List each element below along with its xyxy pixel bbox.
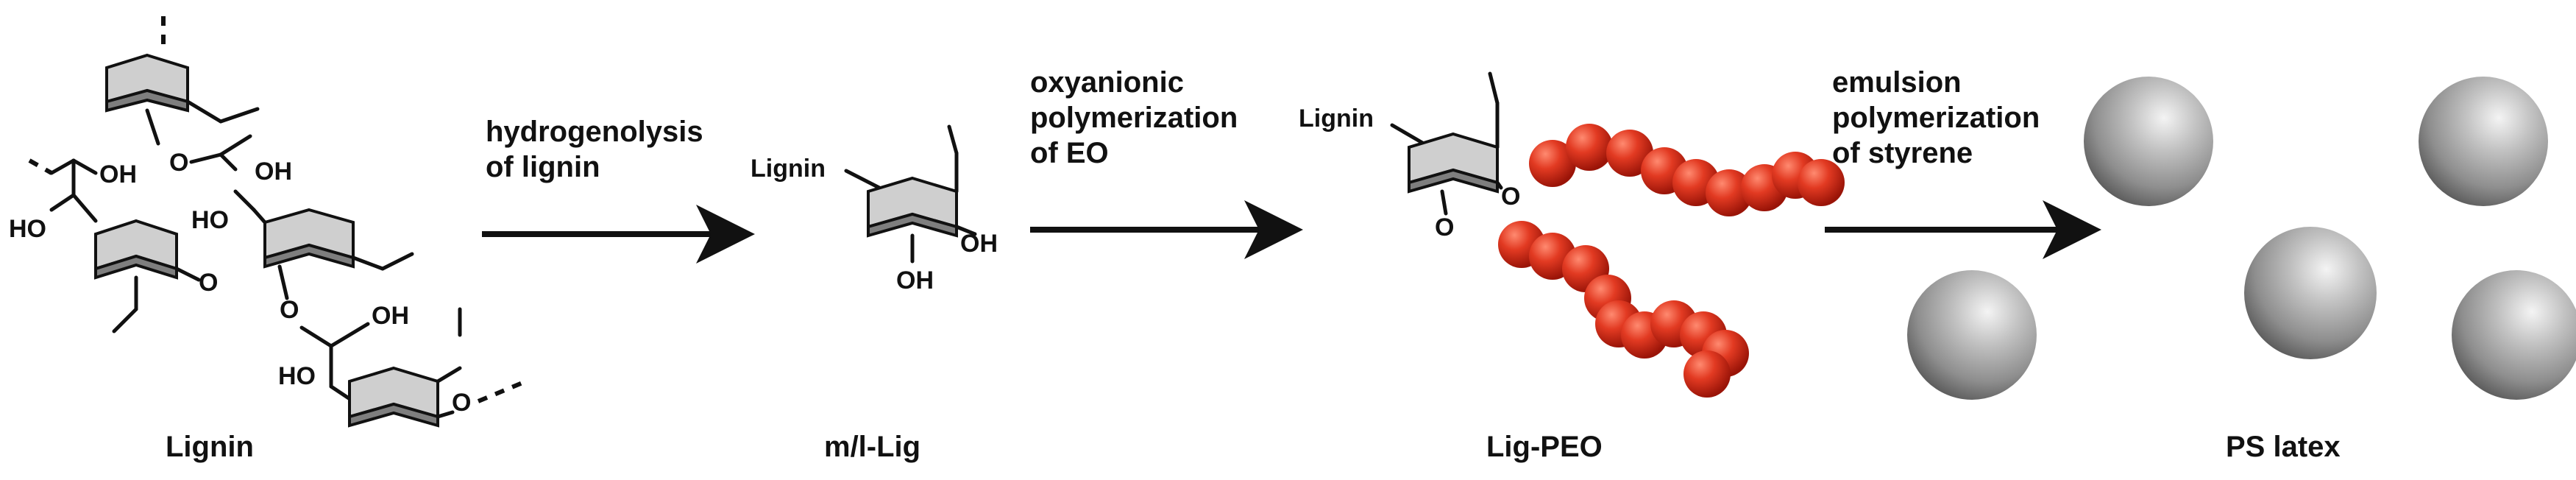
latex-sphere xyxy=(2419,77,2548,206)
peo-bead xyxy=(1706,169,1753,216)
ether-oxygen: O xyxy=(1501,183,1520,211)
ps-latex-particles xyxy=(1907,77,2576,400)
latex-sphere xyxy=(2084,77,2213,206)
ligpeo-structure: Lignin O O xyxy=(1299,71,1845,398)
hydroxyl-label: OH xyxy=(372,302,409,330)
ether-oxygen: O xyxy=(199,269,218,297)
mlig-caption: m/l-Lig xyxy=(824,431,920,463)
hydroxyl-label: OH xyxy=(255,158,292,186)
hydroxyl-label: HO xyxy=(278,362,316,390)
ether-oxygen: O xyxy=(280,296,299,324)
peo-bead xyxy=(1566,124,1613,171)
step-3-line: of styrene xyxy=(1832,137,1973,169)
hydroxyl-label: OH xyxy=(960,230,998,258)
reaction-step-2: oxyanionic polymerization of EO xyxy=(1030,66,1303,259)
step-3-line: polymerization xyxy=(1832,102,2040,134)
lignin-substituent-label: Lignin xyxy=(751,155,826,183)
ether-oxygen: O xyxy=(1435,213,1454,241)
aromatic-ring xyxy=(94,219,178,280)
step-1-label: hydrogenolysis of lignin xyxy=(486,116,712,183)
peo-bead xyxy=(1606,130,1653,177)
reaction-step-3: emulsion polymerization of styrene xyxy=(1825,66,2101,259)
step-2-line: of EO xyxy=(1030,137,1109,169)
peo-bead xyxy=(1683,350,1731,398)
latex-sphere xyxy=(2452,270,2576,400)
aromatic-ring xyxy=(105,53,189,113)
peo-bead xyxy=(1798,159,1845,206)
ligpeo-caption: Lig-PEO xyxy=(1486,431,1603,463)
step-1-line: of lignin xyxy=(486,151,600,183)
step-2-line: polymerization xyxy=(1030,102,1238,134)
hydroxyl-label: HO xyxy=(9,215,46,243)
lignin-caption: Lignin xyxy=(166,431,254,463)
ether-oxygen: O xyxy=(169,149,188,177)
reaction-step-1: hydrogenolysis of lignin xyxy=(482,116,755,264)
step-3-line: emulsion xyxy=(1832,66,1962,99)
hydroxyl-label: OH xyxy=(99,160,137,188)
step-2-label: oxyanionic polymerization of EO xyxy=(1030,66,1246,169)
hydroxyl-label: OH xyxy=(896,267,934,294)
step-3-label: emulsion polymerization of styrene xyxy=(1832,66,2048,169)
step-1-line: hydrogenolysis xyxy=(486,116,703,148)
ps-latex-caption: PS latex xyxy=(2226,431,2341,463)
latex-sphere xyxy=(2244,227,2377,359)
step-2-line: oxyanionic xyxy=(1030,66,1184,99)
peo-chain-upper xyxy=(1529,124,1845,216)
aromatic-ring xyxy=(263,208,355,269)
peo-bead xyxy=(1529,140,1576,187)
hydroxyl-label: HO xyxy=(191,206,229,234)
mlig-structure: Lignin OH OH xyxy=(751,124,998,294)
lignin-structure: O OH HO OH HO O O xyxy=(9,16,524,428)
aromatic-ring xyxy=(348,366,439,428)
latex-sphere xyxy=(1907,270,2037,400)
ether-oxygen: O xyxy=(452,389,471,417)
aromatic-ring xyxy=(867,176,958,238)
lignin-substituent-label: Lignin xyxy=(1299,105,1374,133)
aromatic-ring xyxy=(1408,132,1499,194)
peo-chain-lower xyxy=(1498,221,1749,398)
